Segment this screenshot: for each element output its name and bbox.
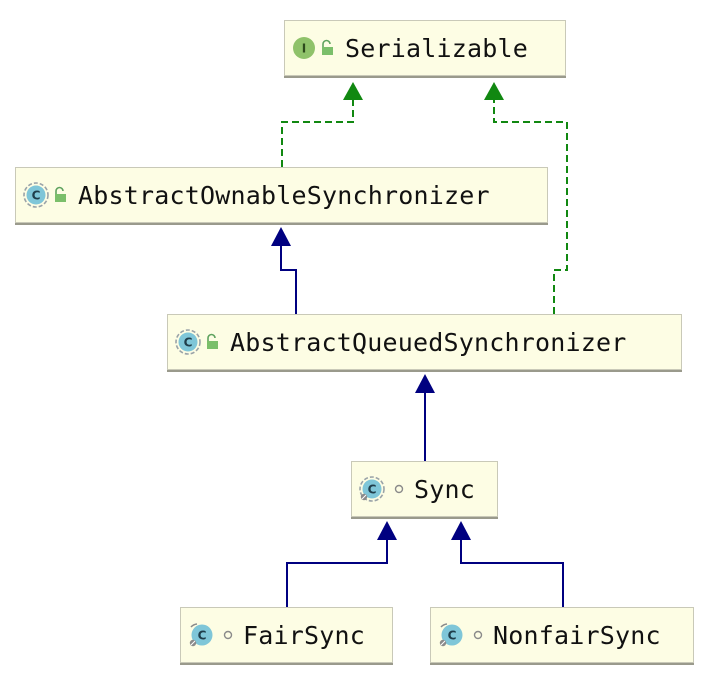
interface-icon: I [293, 37, 315, 59]
svg-text:C: C [448, 629, 457, 643]
svg-text:I: I [302, 42, 306, 56]
edge-aos-implements-serializable [281, 100, 354, 167]
node-sync[interactable]: C Sync [351, 461, 498, 517]
node-label-fair-sync: FairSync [243, 620, 366, 650]
edge-fairsync-extends-sync [286, 540, 388, 607]
package-private-icon [394, 484, 404, 494]
edge-nonfairsync-extends-sync [460, 540, 564, 607]
abstract-class-icon: C [175, 329, 201, 355]
svg-text:C: C [184, 336, 193, 350]
node-abstract-queued-synchronizer[interactable]: C AbstractQueuedSynchronizer [167, 314, 682, 370]
node-abstract-ownable-synchronizer[interactable]: C AbstractOwnableSynchronizer [15, 167, 548, 223]
node-label-sync: Sync [414, 474, 476, 504]
static-class-icon: C [439, 623, 463, 647]
arrowhead-implements-right [484, 82, 504, 100]
public-lock-icon [55, 186, 66, 202]
node-label-serializable: Serializable [345, 33, 529, 63]
abstract-static-class-icon: C [359, 476, 385, 502]
edge-aqs-extends-aos [280, 246, 297, 314]
node-nonfair-sync[interactable]: C NonfairSync [430, 607, 694, 663]
arrowhead-implements-left [343, 82, 363, 100]
package-private-icon [473, 630, 483, 640]
node-label-abstract-queued-synchronizer: AbstractQueuedSynchronizer [230, 327, 627, 357]
arrowhead-extends-aqs [415, 374, 435, 393]
svg-text:C: C [198, 629, 207, 643]
public-lock-icon [322, 39, 333, 55]
arrowhead-extends-sync-right [451, 521, 471, 540]
edge-aqs-implements-serializable [493, 100, 568, 314]
static-class-icon: C [189, 623, 213, 647]
node-serializable[interactable]: I Serializable [284, 20, 566, 76]
svg-text:C: C [32, 189, 41, 203]
node-label-nonfair-sync: NonfairSync [493, 620, 661, 650]
node-label-abstract-ownable-synchronizer: AbstractOwnableSynchronizer [78, 180, 490, 210]
arrowhead-extends-sync-left [377, 521, 397, 540]
svg-text:C: C [368, 483, 377, 497]
public-lock-icon [207, 333, 218, 349]
abstract-class-icon: C [23, 182, 49, 208]
node-fair-sync[interactable]: C FairSync [180, 607, 393, 663]
package-private-icon [223, 630, 233, 640]
arrowhead-extends-aos [271, 227, 291, 246]
